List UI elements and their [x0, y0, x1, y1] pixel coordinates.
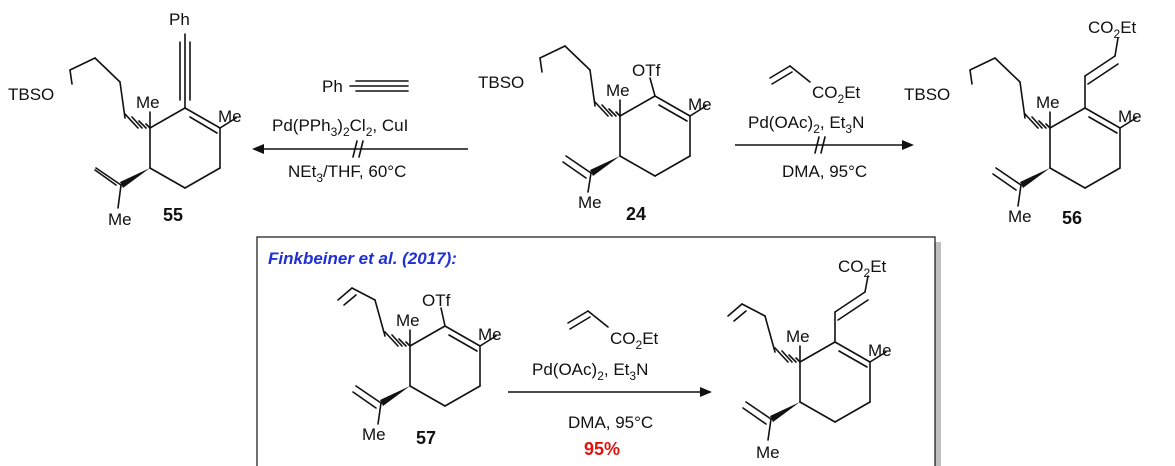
ring-double-bond — [658, 104, 688, 122]
conditions-right: DMA, 95°C — [782, 162, 867, 181]
reaction-arrow-left — [252, 80, 468, 158]
wedge-bond — [120, 168, 150, 188]
literature-box: Finkbeiner et al. (2017): — [256, 236, 941, 466]
compound-55: Ph TBSO Me Me Me 55 — [8, 10, 242, 229]
reaction-arrow-right — [735, 65, 914, 154]
compound-57: OTf Me Me Me 57 — [337, 287, 502, 448]
ring-double-bond — [448, 334, 478, 352]
reference-citation: Finkbeiner et al. (2017): — [268, 249, 457, 268]
methyl-ring-label: Me — [218, 107, 242, 126]
methyl-isopropenyl-label: Me — [362, 425, 386, 444]
compound-number-55: 55 — [163, 205, 183, 225]
compound-number-24: 24 — [626, 204, 646, 224]
compound-number-56: 56 — [1062, 208, 1082, 228]
reaction-arrow-box — [508, 310, 712, 397]
methyl-ring-label: Me — [478, 325, 502, 344]
methyl-isopropenyl-label: Me — [756, 443, 780, 462]
methyl-quat-label: Me — [1036, 93, 1060, 112]
tbso-label: TBSO — [904, 85, 950, 104]
tbso-label: TBSO — [8, 85, 54, 104]
hashed-bond — [1024, 113, 1051, 129]
methyl-isopropenyl-label: Me — [1008, 207, 1032, 226]
reagent-phenyl-label: Ph — [322, 77, 343, 96]
hashed-bond — [594, 101, 621, 117]
triflate-label: OTf — [632, 61, 661, 80]
ring-double-bond — [1088, 116, 1118, 134]
yield-label: 95% — [584, 439, 620, 459]
compound-product: CO2Et Me Me Me — [727, 257, 892, 462]
wedge-bond — [770, 402, 800, 422]
reagent-acrylate: CO2Et — [812, 83, 861, 106]
methyl-quat-label: Me — [396, 311, 420, 330]
methyl-quat-label: Me — [136, 93, 160, 112]
phenyl-label: Ph — [169, 10, 190, 29]
wedge-bond — [380, 386, 410, 406]
tbso-label: TBSO — [478, 73, 524, 92]
methyl-quat-label: Me — [786, 327, 810, 346]
ester-label: CO2Et — [838, 257, 887, 280]
conditions-box: DMA, 95°C — [568, 413, 653, 432]
methyl-ring-label: Me — [868, 341, 892, 360]
hashed-bond — [124, 113, 151, 129]
methyl-ring-label: Me — [688, 95, 712, 114]
catalyst-box: Pd(OAc)2, Et3N — [532, 360, 648, 383]
methyl-quat-label: Me — [606, 81, 630, 100]
compound-56: CO2Et TBSO Me Me Me 56 — [904, 18, 1142, 228]
catalyst-left: Pd(PPh3)2Cl2, CuI — [272, 116, 408, 139]
ester-label: CO2Et — [1088, 18, 1137, 41]
conditions-left: NEt3/THF, 60°C — [288, 162, 406, 185]
compound-number-57: 57 — [416, 428, 436, 448]
methyl-ring-label: Me — [1118, 107, 1142, 126]
ring-double-bond — [189, 116, 218, 134]
wedge-bond — [590, 156, 620, 176]
wedge-bond — [1020, 168, 1050, 188]
triflate-label: OTf — [422, 291, 451, 310]
hashed-bond — [384, 331, 411, 347]
reagent-acrylate-box: CO2Et — [610, 329, 659, 352]
compound-24: TBSO OTf Me Me Me 24 — [478, 45, 712, 224]
catalyst-right: Pd(OAc)2, Et3N — [748, 113, 864, 136]
methyl-isopropenyl-label: Me — [578, 193, 602, 212]
box-frame — [256, 236, 936, 466]
hashed-bond — [774, 347, 801, 363]
methyl-isopropenyl-label: Me — [108, 210, 132, 229]
ring-double-bond — [838, 350, 868, 368]
